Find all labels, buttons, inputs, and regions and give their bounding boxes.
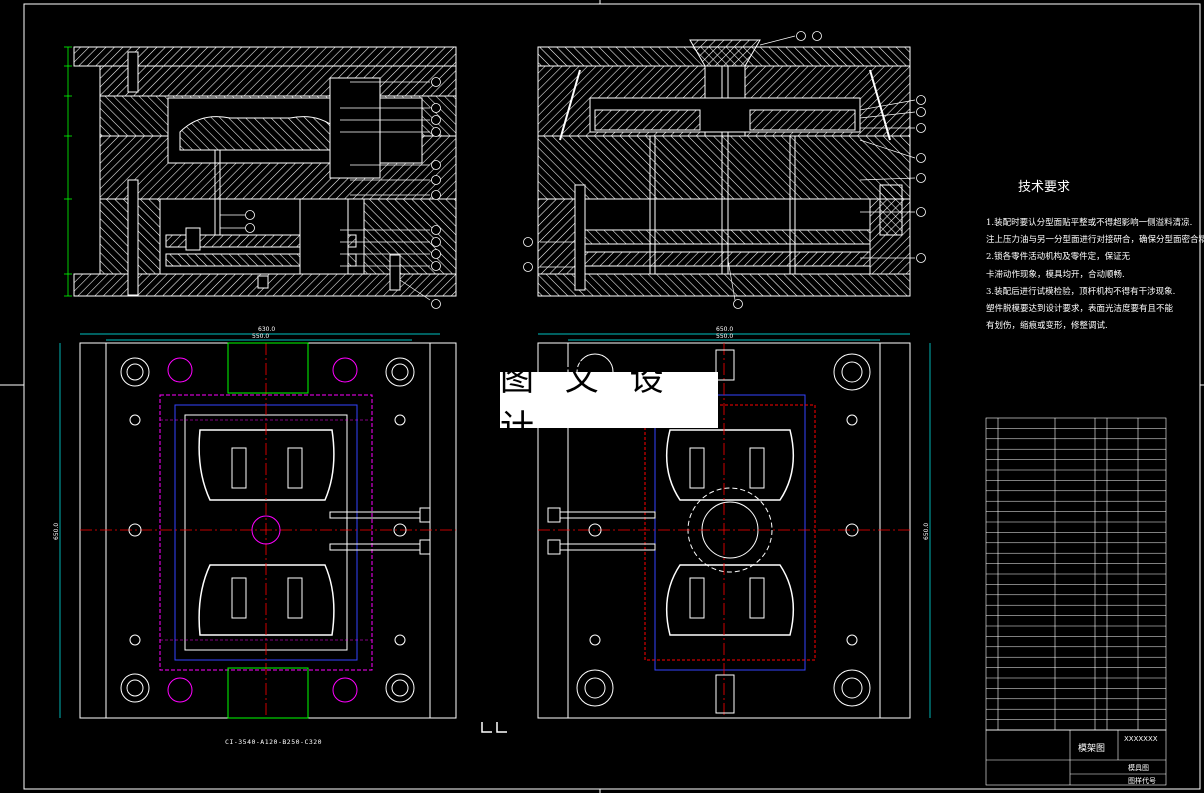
titleblock-drawing-no: 图样代号 [1128, 777, 1156, 785]
section-view-left [64, 46, 457, 309]
tech-line: 塑件脱模要达到设计要求，表面光洁度要有且不能 [986, 303, 1174, 314]
titleblock-title: 模架图 [1078, 744, 1106, 754]
section-view-right [523, 31, 926, 309]
dim-top-left-inner: 550.0 [252, 333, 269, 340]
tech-line: 注上压力油与另一分型面进行对接研合，确保分型面密合精良. [986, 235, 1204, 246]
dim-left-height: 650.0 [53, 523, 60, 540]
titleblock-code: XXXXXXX [1124, 735, 1158, 743]
watermark-banner: 图 文 设 计 [500, 359, 718, 448]
parts-list-rows [986, 428, 1166, 731]
technical-requirements-text: 1.装配时要认分型面贴平整或不得超影响一侧溢料清凉. 注上压力油与另一分型面进行… [986, 215, 1204, 335]
view-marker [481, 722, 507, 733]
tech-line: 卡滞动作现象，模具均开，合动顺畅. [986, 269, 1125, 280]
tech-line: 1.装配时要认分型面贴平整或不得超影响一侧溢料清凉. [986, 218, 1193, 228]
plan-view-left [59, 333, 457, 719]
dim-top-left-width: 630.0 [258, 326, 275, 333]
dim-top-right-inner: 550.0 [716, 333, 733, 340]
mold-base-caption: CI-3540-A120-B250-C320 [225, 738, 323, 746]
tech-line: 有划伤，缩痕或变形，修整调试. [986, 321, 1108, 332]
titleblock-scale: 模具图 [1128, 764, 1149, 772]
tech-line: 3.装配后进行试模检验，顶杆机构不得有干涉现象. [986, 286, 1176, 297]
dim-top-right-width: 650.0 [716, 326, 733, 333]
plan-view-right [537, 333, 931, 719]
tech-line: 2.锁各零件活动机构及零件定，保证无 [986, 252, 1131, 263]
technical-requirements-title: 技术要求 [1018, 180, 1071, 195]
dim-right-height: 650.0 [923, 523, 930, 540]
